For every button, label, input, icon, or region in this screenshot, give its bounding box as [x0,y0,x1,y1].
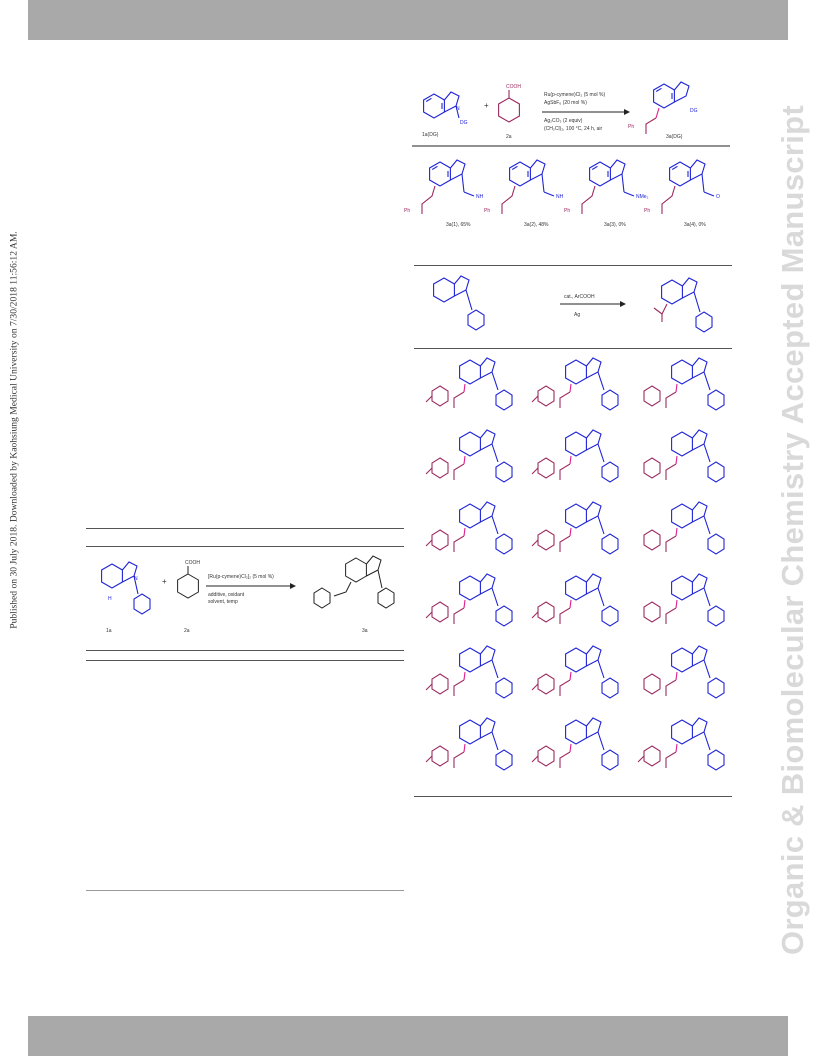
reagent-2: AgSbF₆ (20 mol %) [544,100,587,106]
table-bottom-rule [86,890,404,891]
scope-header: cat., ArCOOH Ag [433,275,713,333]
table-rule-4 [86,660,404,661]
table-reagent-1: [Ru(p-cymene)Cl₂]₂ (5 mol %) [208,574,274,580]
variant-2: Ph NH 3a(2), 48% [484,159,564,228]
svg-text:N: N [456,106,460,112]
table-reagent-3: solvent, temp [208,599,238,605]
svg-text:O: O [716,194,720,200]
scope-product-15 [643,645,725,699]
table-product-label: 3a [362,628,368,634]
footer-bar [28,1016,788,1056]
product-label: 3a(DG) [666,134,683,140]
scope-product-11 [531,573,619,627]
plus-sign: + [484,101,489,110]
svg-text:Ph: Ph [484,208,490,214]
svg-text:3a(2), 48%: 3a(2), 48% [524,222,549,228]
start-label: 1a(DG) [422,132,439,138]
scope-product-12 [643,573,725,627]
journal-watermark: Organic & Biomolecular Chemistry Accepte… [770,105,816,955]
table-acid-label: 2a [184,628,190,634]
table-start-label: 1a [106,628,112,634]
scope-product-8 [531,501,619,555]
start-dg-label: DG [460,120,468,126]
svg-text:N: N [134,576,138,582]
svg-text:Ph: Ph [404,208,410,214]
scheme-directing-group: N DG 1a(DG) + COOH 2a Ru(p-cymene)Cl₂ (5… [404,81,730,228]
scope-top-rule [414,265,732,266]
reagent-1: Ru(p-cymene)Cl₂ (5 mol %) [544,92,605,98]
scope-product-6 [643,429,725,483]
scope-product-2 [531,357,619,411]
svg-text:Ph: Ph [644,208,650,214]
scope-mid-rule [414,348,732,349]
publication-notice: Published on 30 July 2018. Downloaded by… [2,210,26,650]
table-top-rule [86,528,404,529]
scope-product-18 [637,717,725,771]
table-rule-2 [86,546,404,547]
table-plus: + [162,577,167,586]
scope-product-7 [425,501,513,555]
header-bar [28,0,788,40]
scope-bottom-rule [414,796,732,797]
svg-text:NH: NH [556,194,564,200]
svg-text:3a(4), 0%: 3a(4), 0% [684,222,706,228]
svg-text:Ph: Ph [564,208,570,214]
reagent-3: Ag₂CO₃ (2 equiv) [544,118,583,124]
scope-product-13 [425,645,513,699]
scope-product-5 [531,429,619,483]
variant-3: Ph NMe₂ 3a(3), 0% [564,159,649,228]
scope-product-3 [643,357,725,411]
variant-4: Ph O 3a(4), 0% [644,159,720,228]
reagent-4: (CH₂Cl)₂, 100 °C, 24 h, air [544,126,602,132]
h-label: H [108,596,112,602]
svg-text:3a(1), 65%: 3a(1), 65% [446,222,471,228]
acid-group: COOH [506,84,521,90]
scope-product-16 [425,717,513,771]
table-scheme: N H 1a + COOH 2a [Ru(p-cymene)Cl₂]₂ (5 m… [101,555,395,634]
scope-product-17 [531,717,619,771]
scope-product-10 [425,573,513,627]
svg-text:NH: NH [476,194,484,200]
scope-grid [425,357,725,771]
svg-text:NMe₂: NMe₂ [636,194,649,200]
publication-notice-text: Published on 30 July 2018. Downloaded by… [8,231,20,629]
scope-product-9 [643,501,725,555]
scope-reagent-1: cat., ArCOOH [564,294,595,300]
scope-product-1 [425,357,513,411]
product-ph: Ph [628,124,634,130]
acid-label: 2a [506,134,512,140]
scope-product-14 [531,645,619,699]
variant-1: Ph NH 3a(1), 65% [404,159,484,228]
table-rule-3 [86,650,404,651]
svg-text:3a(3), 0%: 3a(3), 0% [604,222,626,228]
journal-watermark-text: Organic & Biomolecular Chemistry Accepte… [775,105,810,955]
product-dg: DG [690,108,698,114]
table-reagent-2: additive, oxidant [208,592,245,598]
table-acid-group: COOH [185,560,200,566]
scope-product-4 [425,429,513,483]
scope-reagent-2: Ag [574,312,580,318]
